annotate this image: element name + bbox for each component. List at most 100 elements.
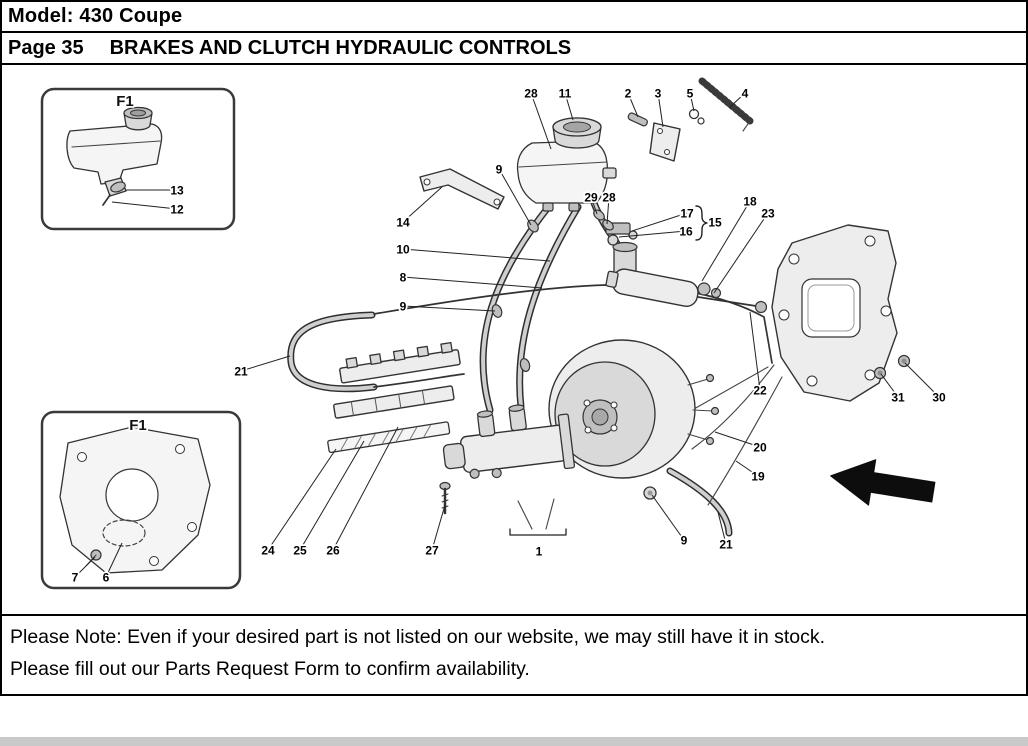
inset-label-F1: F1 bbox=[129, 417, 147, 434]
stud bbox=[705, 373, 715, 383]
leader-line-28 bbox=[606, 196, 610, 225]
part-callout-26: 26 bbox=[326, 544, 340, 558]
leader-line-30 bbox=[904, 362, 940, 398]
leader-line-25 bbox=[299, 440, 365, 551]
brace-15 bbox=[695, 205, 708, 241]
part-callout-7: 7 bbox=[72, 571, 79, 585]
brake-booster bbox=[548, 339, 769, 500]
pin-2 bbox=[627, 112, 648, 127]
part-callout-13: 13 bbox=[170, 184, 184, 198]
stud bbox=[705, 436, 715, 446]
part-callout-24: 24 bbox=[261, 544, 275, 558]
part-callout-20: 20 bbox=[753, 441, 767, 455]
assembly-brace bbox=[509, 498, 567, 536]
clutch-master-cylinder bbox=[605, 241, 768, 314]
part-callout-21: 21 bbox=[234, 365, 248, 379]
inset-label-F1: F1 bbox=[116, 93, 134, 110]
leader-line-17 bbox=[631, 212, 688, 232]
part-callout-21: 21 bbox=[719, 538, 733, 552]
part-callout-18: 18 bbox=[743, 195, 757, 209]
note-bar: Please Note: Even if your desired part i… bbox=[0, 616, 1028, 696]
bracket-3 bbox=[649, 122, 681, 162]
part-callout-6: 6 bbox=[103, 571, 110, 585]
part-callout-9: 9 bbox=[496, 163, 503, 177]
part-callout-11: 11 bbox=[559, 87, 572, 101]
model-title: Model: 430 Coupe bbox=[8, 5, 183, 27]
leader-line-16 bbox=[618, 230, 687, 238]
note-line-1: Please Note: Even if your desired part i… bbox=[10, 626, 826, 648]
leader-line-5 bbox=[689, 92, 695, 112]
leader-line-23 bbox=[713, 212, 769, 294]
master-cylinder bbox=[442, 404, 576, 479]
clevis bbox=[754, 300, 768, 314]
part-callout-27: 27 bbox=[425, 544, 439, 558]
support-bracket bbox=[419, 168, 505, 210]
part-callout-25: 25 bbox=[293, 544, 307, 558]
cable-20 bbox=[691, 364, 775, 450]
direction-arrow bbox=[830, 459, 936, 506]
part-callout-14: 14 bbox=[396, 216, 410, 230]
leader-line-8 bbox=[402, 276, 543, 289]
note-line-2: Please fill out our Parts Request Form t… bbox=[10, 658, 530, 680]
diagram-art bbox=[40, 77, 936, 590]
leader-line-22 bbox=[749, 311, 761, 391]
hydraulic-hoses bbox=[287, 199, 733, 537]
part-callout-28: 28 bbox=[602, 191, 616, 205]
part-callout-31: 31 bbox=[891, 391, 905, 405]
leader-line-26 bbox=[332, 426, 399, 551]
model-header-bar: Model: 430 Coupe bbox=[0, 0, 1028, 33]
part-callout-22: 22 bbox=[753, 384, 767, 398]
leader-line-9 bbox=[498, 168, 532, 226]
leader-line-12 bbox=[111, 201, 178, 210]
cable-4 bbox=[698, 77, 754, 125]
part-callout-9: 9 bbox=[400, 300, 407, 314]
part-callout-12: 12 bbox=[170, 203, 184, 217]
part-callout-3: 3 bbox=[655, 87, 662, 101]
part-callout-1: 1 bbox=[536, 545, 543, 559]
hose-21-right bbox=[666, 467, 733, 537]
part-callout-29: 29 bbox=[584, 191, 598, 205]
bottom-strip bbox=[0, 737, 1028, 746]
bulkhead-panel bbox=[771, 224, 911, 402]
part-callout-28: 28 bbox=[524, 87, 538, 101]
leader-line-9 bbox=[651, 494, 685, 541]
part-callout-17: 17 bbox=[680, 207, 694, 221]
fluid-reservoir bbox=[516, 117, 617, 212]
leader-line-21 bbox=[240, 355, 291, 372]
leader-line-4 bbox=[728, 92, 746, 109]
parts-diagram: 2811235491410892928171615182321223130201… bbox=[40, 77, 948, 590]
heat-shield-brackets bbox=[327, 341, 461, 454]
page-number: Page 35 bbox=[8, 36, 84, 59]
leader-line-27 bbox=[431, 504, 446, 551]
inset-bracket-drawing bbox=[59, 426, 211, 574]
page-header-bar: Page 35 BRAKES AND CLUTCH HYDRAULIC CONT… bbox=[0, 33, 1028, 65]
leader-line-19 bbox=[735, 460, 759, 477]
part-callout-9: 9 bbox=[681, 534, 688, 548]
part-callout-5: 5 bbox=[687, 87, 694, 101]
leader-line-18 bbox=[701, 200, 751, 282]
leader-line-29 bbox=[590, 196, 598, 215]
leader-line-14 bbox=[402, 186, 443, 223]
leader-line-24 bbox=[267, 448, 337, 551]
fasteners-and-cable bbox=[627, 77, 754, 162]
part-callout-15: 15 bbox=[708, 216, 722, 230]
part-callout-8: 8 bbox=[400, 271, 407, 285]
part-callout-23: 23 bbox=[761, 207, 775, 221]
leader-line-2 bbox=[627, 92, 639, 118]
inset-reservoir-drawing bbox=[66, 106, 163, 206]
leader-line-20 bbox=[714, 431, 761, 448]
page-title: BRAKES AND CLUTCH HYDRAULIC CONTROLS bbox=[109, 36, 572, 59]
leader-line-10 bbox=[402, 248, 551, 262]
leader-line-11 bbox=[564, 92, 574, 121]
part-callout-30: 30 bbox=[932, 391, 946, 405]
leader-line-6 bbox=[105, 542, 123, 578]
leader-line-7 bbox=[74, 556, 96, 578]
cable-19 bbox=[707, 376, 783, 506]
part-callout-10: 10 bbox=[396, 243, 410, 257]
leader-line-9 bbox=[402, 305, 496, 312]
part-callout-16: 16 bbox=[679, 225, 693, 239]
screw-27 bbox=[439, 481, 451, 515]
